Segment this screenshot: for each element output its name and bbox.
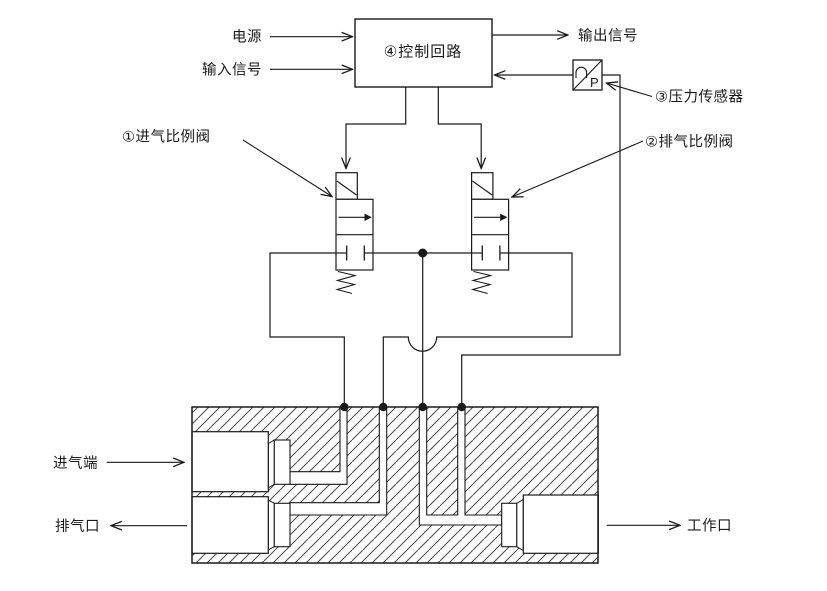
intake-seat — [273, 439, 291, 485]
pressure-sensor-symbol: P — [572, 59, 603, 91]
pneumatic-lines — [269, 252, 573, 404]
manifold-dot — [457, 402, 466, 412]
intake-end-label: 进气端 — [53, 455, 98, 472]
input-signal-label: 输入信号 — [202, 62, 262, 79]
control-box-outline — [354, 18, 493, 88]
exhaust-valve-symbol — [470, 172, 510, 295]
sensor-diagonal — [573, 60, 602, 90]
exhaust-neck — [267, 499, 275, 551]
control-to-intake-valve-wire — [346, 87, 407, 169]
exhaust-valve-leader-arrow — [512, 140, 644, 197]
exhaust-valve-line-with-hop — [382, 252, 573, 404]
manifold-dot — [379, 402, 388, 412]
manifold-dot — [418, 402, 427, 412]
solenoid-diagonal — [336, 180, 357, 196]
manifold-outline — [191, 406, 599, 564]
intake-valve-label: ①进气比例阀 — [122, 129, 211, 146]
pressure-sensor-label: ③压力传感器 — [655, 89, 744, 106]
port-arrows — [106, 462, 680, 525]
exhaust-port-cavity — [191, 496, 269, 554]
intake-valve-symbol — [335, 172, 374, 295]
control-circuit-box: ④控制回路 — [354, 18, 493, 88]
diagram-labels: 电源 输入信号 输出信号 ③压力传感器 ①进气比例阀 ②排气比例阀 进气端 排气… — [53, 28, 744, 536]
control-box-label: ④控制回路 — [384, 44, 462, 61]
intake-valve-leader-arrow — [242, 139, 332, 197]
exhaust-valve-label: ②排气比例阀 — [645, 134, 734, 151]
junction-dot — [418, 248, 428, 258]
solenoid-box — [335, 172, 358, 200]
work-port-label: 工作口 — [687, 518, 732, 535]
power-label: 电源 — [232, 29, 262, 46]
intake-port-cavity — [191, 431, 269, 493]
intake-valve-supply-line — [269, 252, 345, 404]
work-neck — [516, 498, 524, 552]
sensor-membrane-icon — [575, 66, 588, 78]
control-to-exhaust-valve-wire — [437, 87, 481, 169]
intake-neck — [267, 439, 275, 489]
sensor-to-manifold-wire — [461, 74, 621, 404]
manifold-block — [191, 402, 599, 564]
flow-arrow-head — [364, 213, 372, 221]
pressure-sensor-leader-arrow — [607, 83, 653, 98]
sensor-p-letter: P — [590, 75, 599, 90]
signal-wires — [270, 35, 621, 404]
leader-arrows — [242, 83, 653, 197]
work-port-cavity — [522, 494, 599, 554]
exhaust-outlet-label: 排气口 — [55, 518, 100, 535]
exhaust-seat — [273, 502, 291, 548]
work-seat — [501, 502, 518, 548]
manifold-dot — [340, 402, 349, 412]
output-signal-label: 输出信号 — [578, 28, 638, 45]
spring-icon — [335, 270, 358, 295]
